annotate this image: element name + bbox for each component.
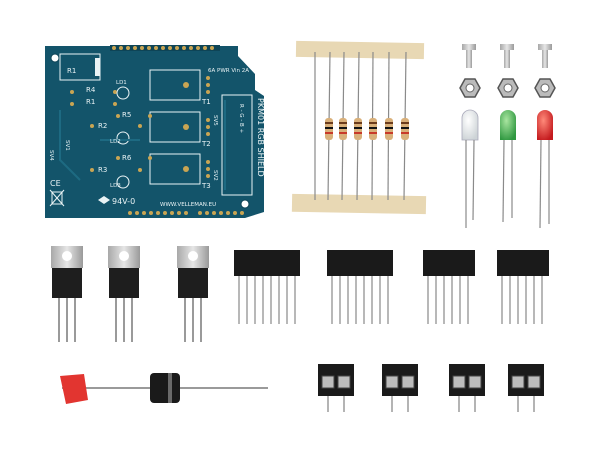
pcb-url: WWW.VELLEMAN.EU <box>160 202 216 208</box>
transistor <box>177 246 209 342</box>
label-t2: T2 <box>201 140 211 148</box>
resistor <box>325 118 333 140</box>
label-r4: R4 <box>86 86 96 94</box>
terminal-block <box>449 364 485 412</box>
led-red <box>537 110 553 229</box>
label-sv2: SV2 <box>212 170 218 181</box>
transistor <box>51 246 83 342</box>
screw-set <box>459 44 556 98</box>
resistor <box>385 118 393 140</box>
weee-bin-icon <box>49 189 65 207</box>
pcb-title: PKM01 RGB SHIELD <box>256 98 265 177</box>
label-led2: LD2 <box>110 139 121 145</box>
header-6pin <box>497 250 549 324</box>
label-r2: R2 <box>98 122 107 130</box>
resistor <box>339 118 347 140</box>
label-r5: R5 <box>122 111 131 119</box>
led-set <box>461 109 553 229</box>
label-sv5: SV5 <box>212 115 218 126</box>
pcb-header-top <box>110 45 220 51</box>
nut <box>497 78 519 98</box>
led-clear <box>461 109 479 228</box>
label-r1b: R1 <box>86 98 95 106</box>
pcb-board: CE R1 R4 R1 R2 R3 R5 R6 T1 T2 T3 LD1 LD2… <box>45 45 265 218</box>
terminal-block <box>508 364 544 412</box>
screw <box>500 44 514 68</box>
led-green <box>500 110 516 223</box>
label-header-top: 6A PWR Vin 2A <box>208 68 249 74</box>
pcb-rating: 94V-0 <box>112 197 135 206</box>
label-r6: R6 <box>122 154 132 162</box>
terminal-block <box>382 364 418 412</box>
resistor <box>369 118 377 140</box>
label-r3: R3 <box>98 166 107 174</box>
nut <box>459 78 481 98</box>
label-t3: T3 <box>201 182 211 190</box>
label-t1: T1 <box>201 98 211 106</box>
nut <box>534 78 556 98</box>
ce-mark: CE <box>50 179 61 188</box>
screw <box>538 44 552 68</box>
label-sv1: SV1 <box>64 140 70 151</box>
header-8pin <box>327 250 393 324</box>
label-led1: LD1 <box>116 80 127 86</box>
label-sv4: SV4 <box>48 150 54 161</box>
header-8pin <box>234 250 300 324</box>
transistor <box>108 246 140 342</box>
resistor <box>401 118 409 140</box>
terminal-block <box>318 364 354 412</box>
label-rgb: R - G - B + <box>238 104 244 134</box>
diode <box>60 373 268 404</box>
resistor-tape <box>291 40 427 215</box>
pcb-header-bottom <box>128 211 244 215</box>
velleman-logo-icon <box>98 196 110 204</box>
screw <box>462 44 476 68</box>
label-led3: LD3 <box>110 183 121 189</box>
label-r1: R1 <box>67 67 76 75</box>
header-6pin <box>423 250 475 324</box>
resistor <box>354 118 362 140</box>
